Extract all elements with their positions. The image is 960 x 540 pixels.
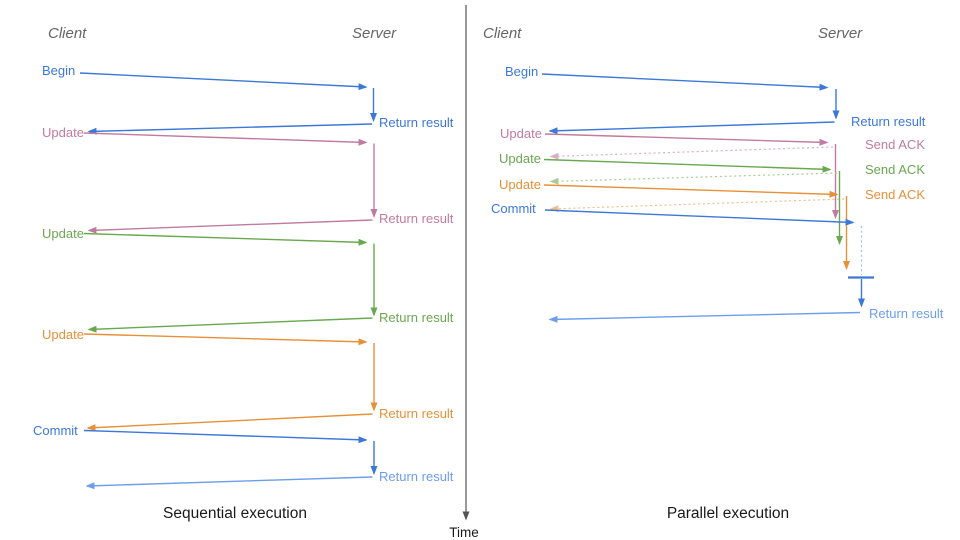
commit-label: Commit (33, 423, 78, 438)
return-result-label: Return result (379, 211, 454, 226)
begin-request-arrow (79, 72, 368, 91)
ack-arrow (549, 172, 838, 185)
update-label: Update (42, 226, 84, 241)
return-result-label: Return result (869, 306, 944, 321)
commit-request-arrow (83, 429, 368, 444)
return-result-arrow (548, 121, 835, 135)
return-result-arrow (87, 317, 373, 333)
server-header: Server (818, 25, 863, 42)
update-label: Update (499, 177, 541, 192)
update-request-arrow (83, 333, 368, 346)
ack-arrow (549, 146, 834, 160)
update-label: Update (42, 125, 84, 140)
client-header: Client (483, 25, 522, 42)
parallel-caption: Parallel execution (667, 505, 789, 522)
return-result-label: Return result (851, 114, 926, 129)
return-result-label: Return result (379, 406, 454, 421)
update-request-arrow (543, 158, 832, 173)
return-result-label: Return result (379, 469, 454, 484)
sequential-caption: Sequential execution (163, 505, 307, 522)
client-header: Client (48, 25, 87, 42)
send-ack-label: Send ACK (865, 187, 925, 202)
time-axis-label: Time (449, 525, 479, 540)
update-label: Update (500, 126, 542, 141)
commit-request-arrow (544, 209, 855, 226)
begin-label: Begin (505, 64, 538, 79)
update-label: Update (42, 327, 84, 342)
return-result-arrow (85, 476, 373, 490)
return-result-arrow (87, 219, 373, 234)
return-result-arrow (86, 413, 373, 432)
sequential-panel: Client Server Begin Return result Update… (33, 25, 454, 522)
return-result-label: Return result (379, 310, 454, 325)
update-label: Update (499, 151, 541, 166)
update-request-arrow (83, 132, 368, 146)
update-request-arrow (544, 133, 829, 146)
update-request-arrow (543, 184, 839, 198)
begin-request-arrow (541, 73, 829, 91)
return-result-label: Return result (379, 115, 454, 130)
begin-label: Begin (42, 63, 75, 78)
send-ack-label: Send ACK (865, 162, 925, 177)
parallel-panel: Client Server Begin Return result Update… (483, 25, 944, 522)
server-header: Server (352, 25, 397, 42)
send-ack-label: Send ACK (865, 137, 925, 152)
return-result-arrow (548, 311, 861, 323)
return-result-arrow (87, 123, 373, 135)
commit-label: Commit (491, 201, 536, 216)
update-request-arrow (83, 232, 368, 246)
ack-arrow (549, 198, 845, 213)
